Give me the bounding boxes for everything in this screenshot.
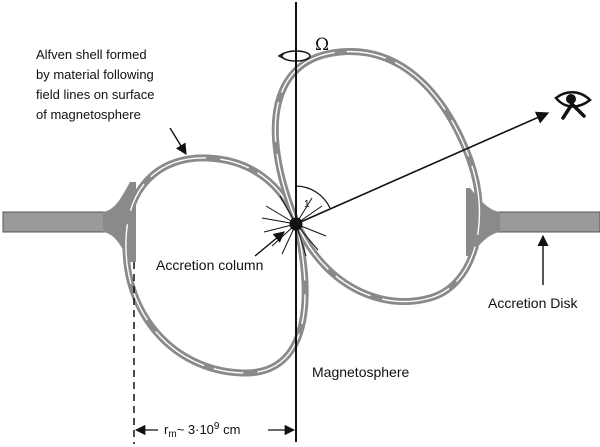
inclination-arc [295, 185, 331, 209]
accretion-disk-right [489, 211, 600, 233]
accretion-column-pointer [254, 231, 285, 257]
svg-text:of magnetosphere: of magnetosphere [36, 107, 141, 122]
alfven-shell-label: Alfven shell formed by material followin… [36, 47, 155, 122]
right-lobe-field-line [274, 50, 481, 303]
magnetic-axis [295, 111, 550, 225]
alfven-pointer [169, 127, 187, 155]
accretion-disk-label: Accretion Disk [488, 295, 578, 311]
magnetosphere-label: Magnetosphere [312, 364, 410, 380]
svg-text:Alfven shell formed: Alfven shell formed [36, 47, 147, 62]
radius-label: rm~ 3·109 cm [164, 421, 240, 440]
left-lobe [122, 154, 309, 377]
rotation-arrow-icon [277, 50, 311, 62]
disk-flare-right [466, 188, 500, 256]
eye-icon [554, 91, 592, 120]
omega-label: Ω [315, 35, 329, 55]
accretion-disk-left [2, 211, 116, 233]
angle-mark: 1 [304, 199, 310, 210]
accretion-column-label: Accretion column [156, 257, 263, 273]
svg-text:by material following: by material following [36, 67, 154, 82]
left-lobe-field-line [125, 157, 306, 374]
right-lobe [271, 48, 483, 305]
svg-text:field lines on surface: field lines on surface [36, 87, 155, 102]
neutron-star [261, 195, 327, 257]
